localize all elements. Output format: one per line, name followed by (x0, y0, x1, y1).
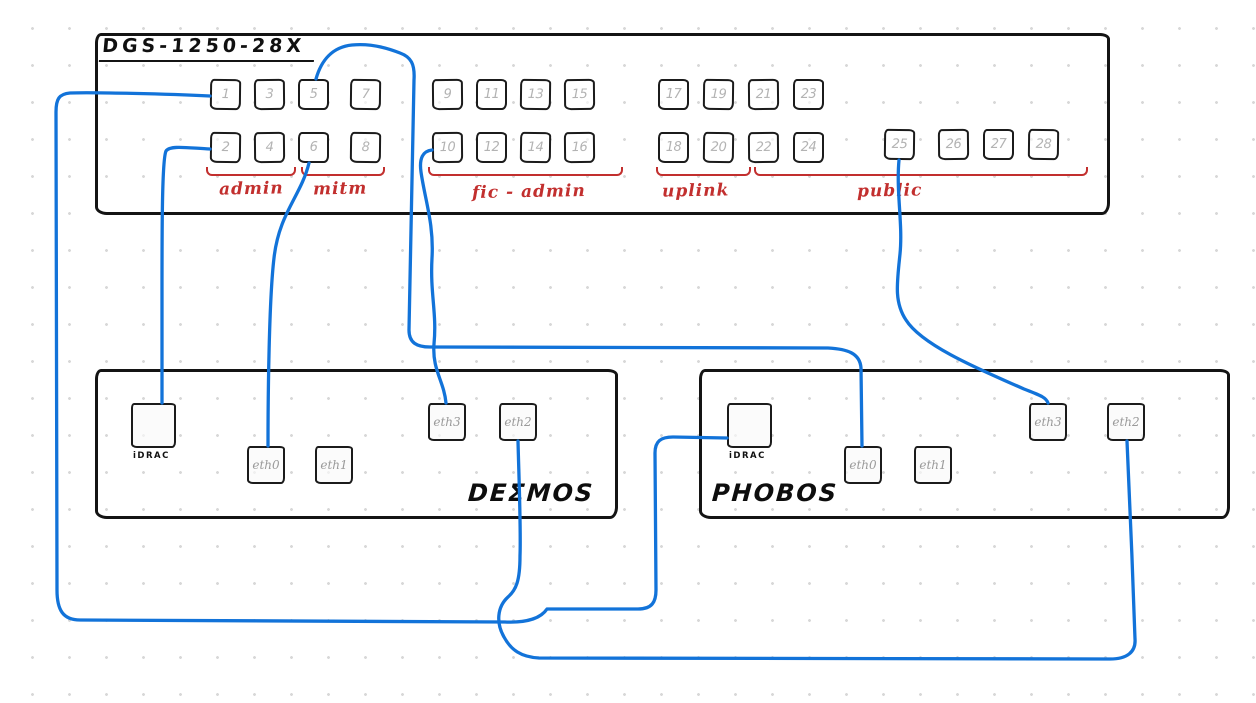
switch-port-27: 27 (983, 129, 1014, 160)
port-number: 18 (665, 140, 682, 155)
port-number: 25 (891, 136, 908, 153)
desmos-eth3-port: eth3 (428, 403, 466, 441)
switch-port-3: 3 (253, 78, 286, 111)
group-brace-mitm (301, 167, 385, 176)
switch-port-5: 5 (298, 79, 329, 110)
switch-port-28: 28 (1027, 128, 1060, 161)
port-number: 3 (265, 86, 274, 103)
switch-port-7: 7 (349, 78, 382, 111)
switch-port-18: 18 (658, 132, 689, 163)
phobos-eth1-port: eth1 (914, 446, 952, 484)
switch-port-12: 12 (476, 132, 507, 163)
phobos-eth0-label: eth0 (849, 458, 877, 472)
desmos-eth3-label: eth3 (433, 415, 461, 429)
desmos-eth0-label: eth0 (252, 458, 280, 472)
desmos-idrac-label: iDRAC (133, 451, 170, 461)
group-label-mitm: mitm (312, 178, 368, 200)
port-number: 10 (439, 139, 456, 156)
port-number: 16 (571, 139, 588, 156)
switch-port-2: 2 (209, 131, 242, 164)
port-number: 17 (665, 87, 682, 102)
switch-port-1: 1 (209, 78, 242, 111)
desmos-eth1-label: eth1 (320, 458, 348, 472)
phobos-eth3-label: eth3 (1034, 415, 1062, 429)
switch-port-6: 6 (298, 132, 329, 163)
port-number: 27 (990, 137, 1007, 152)
switch-port-26: 26 (937, 128, 970, 161)
switch-port-9: 9 (431, 78, 464, 111)
port-number: 22 (755, 139, 772, 156)
switch-port-23: 23 (793, 79, 824, 110)
group-brace-public (754, 167, 1088, 176)
desmos-eth1-port: eth1 (315, 446, 353, 484)
switch-port-11: 11 (476, 79, 507, 110)
port-number: 23 (800, 87, 817, 102)
group-label-fic-admin: fic - admin (471, 181, 586, 203)
port-number: 8 (361, 139, 370, 156)
switch-port-10: 10 (431, 131, 464, 164)
switch-port-14: 14 (519, 131, 552, 164)
desmos-idrac-port (131, 403, 176, 448)
port-number: 9 (443, 86, 452, 103)
group-label-admin: admin (218, 178, 284, 200)
port-number: 2 (221, 139, 230, 156)
desmos-eth0-port: eth0 (247, 446, 285, 484)
phobos-eth1-label: eth1 (919, 458, 947, 472)
group-brace-admin (206, 167, 296, 176)
switch-port-17: 17 (658, 79, 689, 110)
phobos-idrac-label: iDRAC (729, 451, 766, 461)
port-number: 4 (265, 139, 274, 156)
switch-port-4: 4 (253, 131, 286, 164)
group-label-public: public (856, 180, 923, 202)
desmos-eth2-port: eth2 (499, 403, 537, 441)
desmos-eth2-label: eth2 (504, 415, 532, 429)
switch-port-19: 19 (702, 78, 735, 111)
switch-title: DGS-1250-28X (98, 35, 316, 62)
port-number: 13 (527, 86, 544, 103)
phobos-eth2-label: eth2 (1112, 415, 1140, 429)
desmos-name: DEΣMOS (467, 479, 596, 507)
port-number: 11 (483, 87, 500, 102)
port-number: 15 (571, 86, 588, 103)
switch-port-15: 15 (563, 78, 596, 111)
port-number: 20 (710, 139, 727, 156)
port-number: 21 (755, 86, 772, 103)
port-number: 5 (309, 87, 318, 102)
port-number: 7 (361, 86, 370, 103)
switch-port-13: 13 (519, 78, 552, 111)
group-brace-fic-admin (428, 167, 623, 176)
phobos-eth3-port: eth3 (1029, 403, 1067, 441)
switch-port-22: 22 (747, 131, 780, 164)
port-number: 6 (309, 140, 318, 155)
phobos-name: PHOBOS (711, 479, 840, 507)
phobos-idrac-port (727, 403, 772, 448)
phobos-eth2-port: eth2 (1107, 403, 1145, 441)
switch-port-21: 21 (747, 78, 780, 111)
switch-port-20: 20 (702, 131, 735, 164)
switch-port-16: 16 (563, 131, 596, 164)
group-brace-uplink (656, 167, 751, 176)
group-label-uplink: uplink (661, 180, 730, 202)
port-number: 19 (710, 86, 727, 103)
port-number: 1 (221, 86, 230, 103)
port-number: 14 (527, 139, 544, 156)
switch-port-24: 24 (793, 132, 824, 163)
switch-port-8: 8 (349, 131, 382, 164)
port-number: 24 (800, 140, 817, 155)
switch-port-25: 25 (883, 128, 916, 161)
port-number: 28 (1035, 136, 1052, 153)
port-number: 26 (945, 136, 962, 153)
phobos-eth0-port: eth0 (844, 446, 882, 484)
port-number: 12 (483, 140, 500, 155)
